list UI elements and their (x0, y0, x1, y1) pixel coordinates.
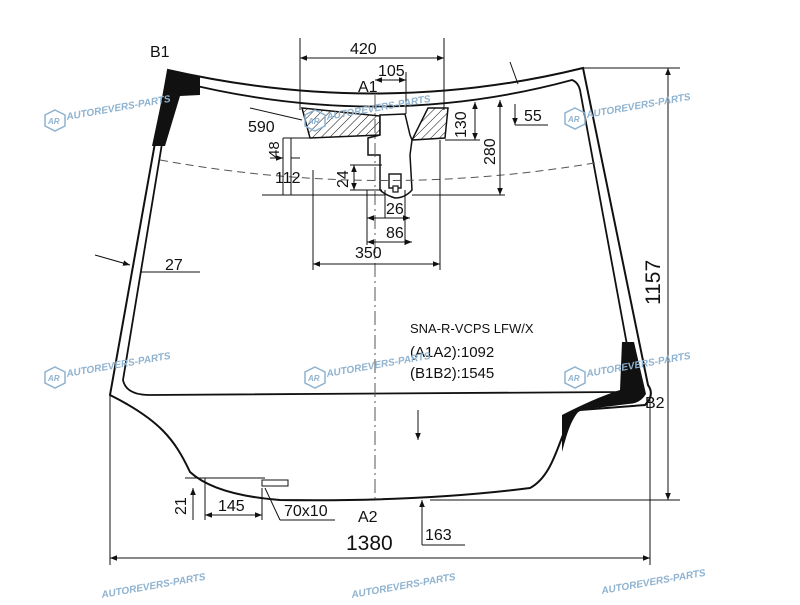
label-a2: A2 (358, 509, 378, 526)
watermark-brand: AUTOREVERS-PARTS (100, 572, 207, 600)
frit-b1 (152, 70, 200, 146)
glass-outer-outline (108, 66, 652, 502)
watermark-logo: AR (307, 374, 320, 383)
dim-280: 280 (482, 138, 499, 165)
watermark-brand: AUTOREVERS-PARTS (65, 94, 172, 123)
dim-130: 130 (453, 111, 470, 138)
watermark-4: AR AUTOREVERS-PARTS (44, 351, 172, 389)
dim-590: 590 (248, 119, 275, 136)
watermark-brand: AUTOREVERS-PARTS (600, 568, 707, 597)
dim-70x10: 70x10 (284, 503, 328, 520)
wiper-reference-arc (159, 159, 601, 181)
dim-420: 420 (350, 41, 377, 58)
dim-1380: 1380 (346, 532, 393, 555)
dim-1157: 1157 (642, 260, 665, 305)
distance-b1b2: (B1B2):1545 (410, 365, 494, 382)
dim-55: 55 (524, 108, 542, 125)
dim-24: 24 (335, 170, 352, 188)
watermark-logo: AR (567, 115, 580, 124)
dim-350: 350 (355, 245, 382, 262)
watermark-logo: AR (567, 374, 580, 383)
dim-48: 48 (266, 141, 283, 158)
dim-21: 21 (173, 497, 190, 515)
watermark-logo: AR (47, 374, 60, 383)
watermark-1: AR AUTOREVERS-PARTS (44, 94, 172, 132)
glass-code: SNA-R-VCPS LFW/X (410, 321, 534, 336)
watermark-7: AUTOREVERS-PARTS (100, 572, 207, 601)
glass-inner-outline (122, 79, 634, 396)
watermark-brand: AUTOREVERS-PARTS (65, 351, 172, 380)
watermark-brand: AUTOREVERS-PARTS (350, 572, 457, 600)
watermark-logo: AR (307, 117, 320, 126)
dim-86: 86 (386, 225, 404, 242)
dim-26: 26 (386, 201, 404, 218)
dim-105: 105 (378, 63, 405, 80)
distance-a1a2: (A1A2):1092 (410, 344, 494, 361)
frit-b2 (562, 342, 646, 452)
watermark-9: AUTOREVERS-PARTS (600, 568, 707, 597)
label-b2: B2 (645, 395, 665, 412)
watermark-8: AUTOREVERS-PARTS (350, 572, 457, 601)
sensor-box-small (392, 185, 399, 193)
label-a1: A1 (358, 79, 378, 96)
dim-112: 112 (275, 170, 301, 187)
dim-145: 145 (218, 498, 245, 515)
dim-27: 27 (165, 257, 183, 274)
dim-163: 163 (425, 527, 452, 544)
camera-area (410, 107, 449, 141)
watermark-logo: AR (47, 117, 60, 126)
label-b1: B1 (150, 44, 170, 61)
watermark-brand: AUTOREVERS-PARTS (585, 92, 692, 121)
